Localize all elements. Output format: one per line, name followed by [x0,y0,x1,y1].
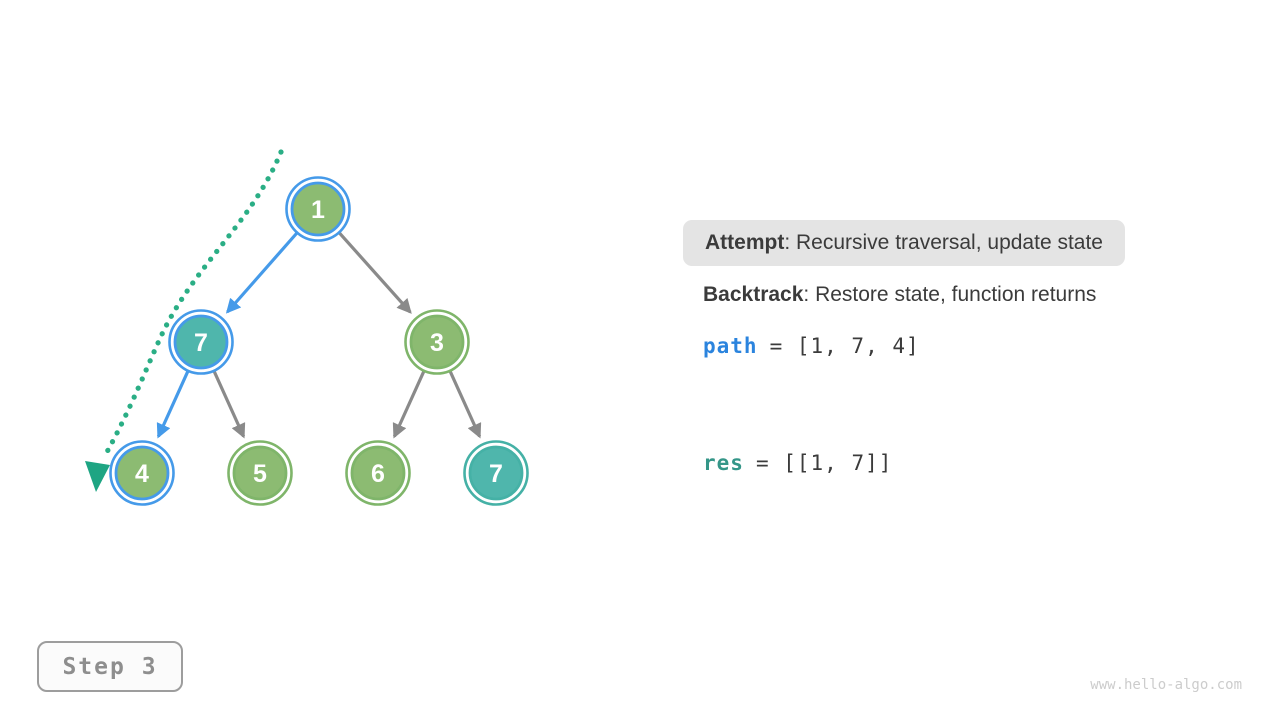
node-value: 5 [253,460,267,488]
node-outer-ring [285,176,351,242]
edge-7-to-5 [212,370,246,439]
node-outer-ring [345,440,411,506]
res-var-name: res [703,451,744,475]
tree-node-leaf-4: 4 [109,440,175,506]
traversal-trace-arrowhead-icon [85,461,110,492]
node-value: 3 [430,329,444,357]
edge-1-to-7 [225,231,299,314]
tree-node-right-3: 3 [404,309,470,375]
node-circle [173,314,229,370]
path-variable-line: path = [1, 7, 4] [703,332,920,360]
node-outer-ring [463,440,529,506]
path-var-name: path [703,334,758,358]
attempt-legend: Attempt: Recursive traversal, update sta… [683,220,1125,266]
node-circle [114,445,170,501]
tree-node-leaf-7: 7 [463,440,529,506]
node-outer-ring [168,309,234,375]
node-circle [409,314,465,370]
edge-1-to-3 [338,231,412,314]
watermark-url: www.hello-algo.com [1090,677,1242,693]
node-value: 7 [194,329,208,357]
res-var-value: = [[1, 7]] [755,451,893,475]
tree-node-leaf-6: 6 [345,440,411,506]
node-value: 6 [371,460,385,488]
node-outer-ring [404,309,470,375]
traversal-trace-dotted-path [100,149,284,462]
node-outer-ring [227,440,293,506]
node-circle [468,445,524,501]
tree-node-root-1: 1 [285,176,351,242]
tree-node-left-7: 7 [168,309,234,375]
attempt-text: : Recursive traversal, update state [784,231,1103,254]
path-var-value: = [1, 7, 4] [769,334,920,358]
backtrack-text: : Restore state, function returns [803,283,1097,306]
edge-3-to-6 [392,370,426,439]
backtrack-legend: Backtrack: Restore state, function retur… [703,283,1096,307]
step-indicator-button[interactable]: Step 3 [37,641,183,692]
attempt-label: Attempt [705,231,785,254]
node-value: 7 [489,460,503,488]
binary-tree-figure: 1 7 3 4 5 6 7 [85,149,529,506]
edge-3-to-7 [448,370,482,439]
edge-7-to-4 [156,370,190,439]
node-circle [232,445,288,501]
node-circle [290,181,346,237]
res-variable-line: res = [[1, 7]] [703,449,892,477]
tree-node-leaf-5: 5 [227,440,293,506]
node-value: 1 [311,196,325,224]
backtrack-label: Backtrack [703,283,804,306]
node-outer-ring [109,440,175,506]
node-value: 4 [135,460,149,488]
node-circle [350,445,406,501]
